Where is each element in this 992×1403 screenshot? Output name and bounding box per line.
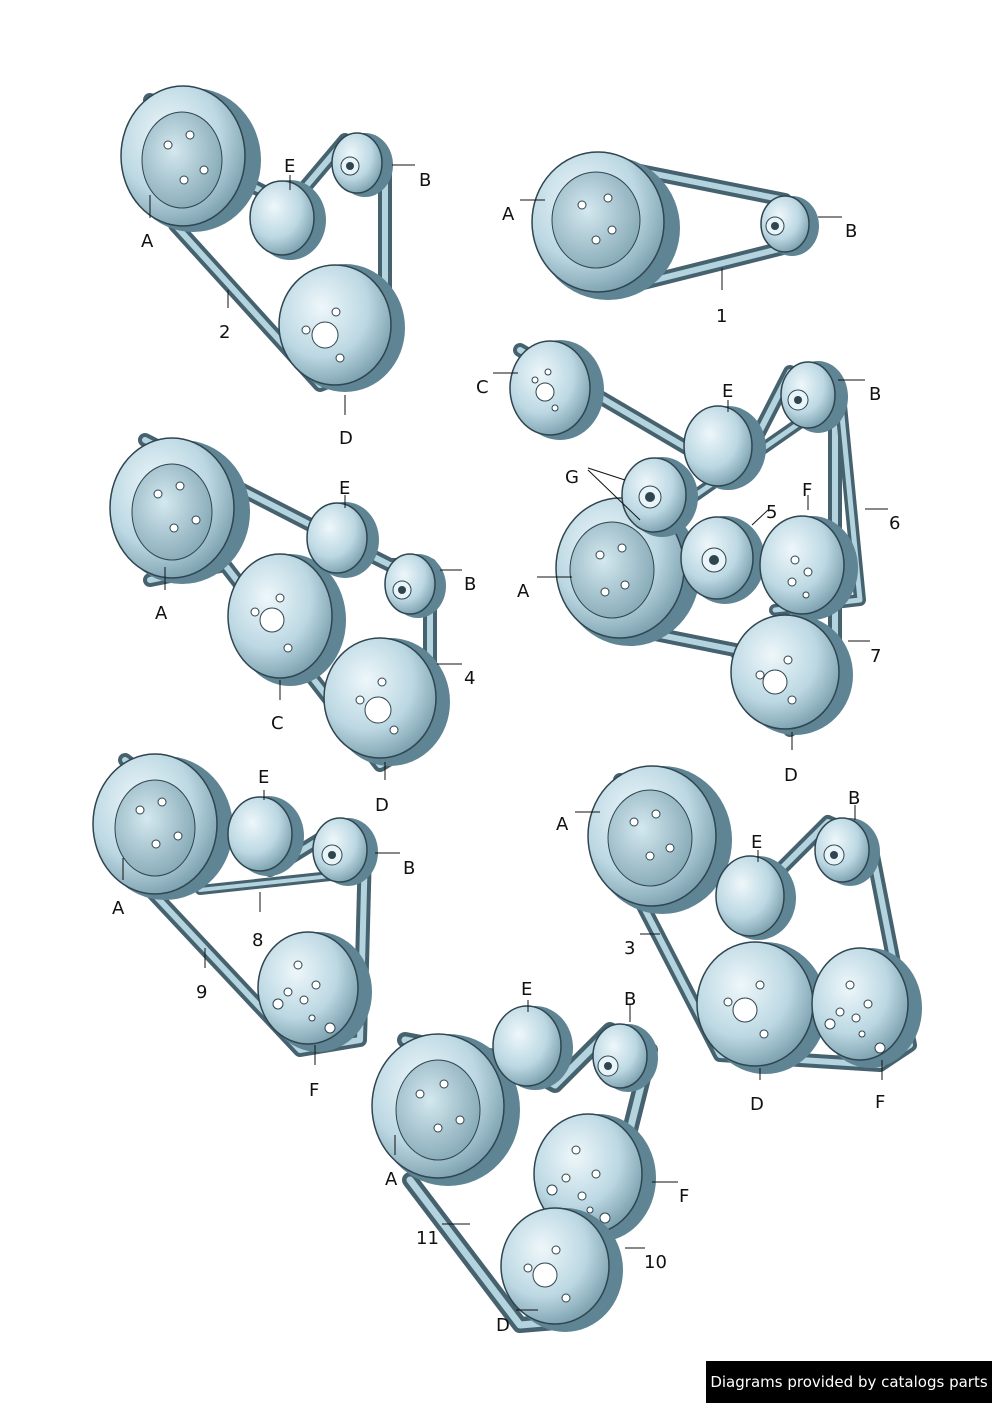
power-steering-pulley-d <box>696 941 827 1074</box>
label-f: F <box>802 480 812 501</box>
label-e: E <box>751 832 762 853</box>
generator-pulley-b <box>814 817 880 886</box>
label-a: A <box>155 603 168 624</box>
label-d: D <box>375 795 389 816</box>
belt-layout-2: A E B 2 D <box>120 85 431 449</box>
generator-pulley-b <box>312 817 378 886</box>
label-d: D <box>750 1094 764 1115</box>
air-conditioner-pulley-c <box>227 553 346 686</box>
tensioner-pulley-e <box>227 796 304 876</box>
label-a: A <box>502 204 515 225</box>
label-b: B <box>869 384 881 405</box>
crankshaft-pulley-a <box>531 151 680 300</box>
label-d: D <box>784 765 798 786</box>
tensioner-pulley-e <box>306 502 379 578</box>
tensioner-pulley-e <box>249 180 326 260</box>
label-belt-6: 6 <box>889 513 900 534</box>
belt-layout-6: A E B 3 D F <box>556 765 922 1115</box>
generator-pulley-b <box>384 553 446 618</box>
coolant-pump-pulley-f <box>257 931 372 1052</box>
belt-layout-7: A E B F 11 10 D <box>371 979 689 1336</box>
label-belt-2: 2 <box>219 322 230 343</box>
label-b: B <box>464 574 476 595</box>
power-steering-pulley-d <box>323 637 450 766</box>
label-b: B <box>848 788 860 809</box>
label-d: D <box>496 1315 510 1336</box>
generator-pulley-b <box>780 361 848 433</box>
label-belt-5: 5 <box>766 502 777 523</box>
label-belt-3: 3 <box>624 938 635 959</box>
coolant-pump-pulley-f <box>759 515 858 620</box>
generator-pulley-b <box>760 195 819 256</box>
tensioner-pulley-e <box>492 1005 573 1090</box>
label-belt-10: 10 <box>644 1252 667 1273</box>
label-c: C <box>476 377 489 398</box>
label-f: F <box>309 1080 319 1101</box>
label-a: A <box>141 231 154 252</box>
label-a: A <box>517 581 530 602</box>
label-belt-8: 8 <box>252 930 263 951</box>
label-belt-7: 7 <box>870 646 881 667</box>
label-e: E <box>722 381 733 402</box>
crankshaft-pulley-a <box>92 753 233 900</box>
label-a: A <box>556 814 569 835</box>
coolant-pump-pulley-f <box>811 947 922 1068</box>
label-belt-11: 11 <box>416 1228 439 1249</box>
label-e: E <box>258 767 269 788</box>
crankshaft-pulley-a <box>371 1033 520 1186</box>
power-steering-pulley-d <box>730 614 853 735</box>
label-g: G <box>565 467 579 488</box>
label-belt-9: 9 <box>196 982 207 1003</box>
label-e: E <box>339 478 350 499</box>
label-b: B <box>419 170 431 191</box>
label-a: A <box>385 1169 398 1190</box>
tensioner-pulley-e <box>683 405 766 490</box>
footer-credit: Diagrams provided by catalogs parts <box>706 1361 992 1403</box>
air-conditioner-pulley-c <box>509 340 604 440</box>
label-f: F <box>679 1186 689 1207</box>
label-b: B <box>403 858 415 879</box>
idler-pulley-g-2 <box>680 516 765 604</box>
label-belt-1: 1 <box>716 306 727 327</box>
label-b: B <box>845 221 857 242</box>
label-f: F <box>875 1092 885 1113</box>
crankshaft-pulley-a <box>109 437 250 584</box>
label-belt-4: 4 <box>464 668 475 689</box>
tensioner-pulley-e <box>715 855 796 940</box>
crankshaft-pulley-a <box>120 85 261 232</box>
coolant-pump-pulley-f <box>533 1113 656 1242</box>
belt-layout-3: C E B G 5 F 6 A 7 D <box>476 340 900 786</box>
generator-pulley-b <box>331 132 393 197</box>
belt-layout-4: A E B 4 C D <box>109 433 476 816</box>
label-b: B <box>624 989 636 1010</box>
generator-pulley-b <box>592 1023 658 1092</box>
crankshaft-pulley-a <box>587 765 732 914</box>
power-steering-pulley-d <box>500 1207 623 1332</box>
power-steering-pulley-d <box>278 264 405 392</box>
label-d: D <box>339 428 353 449</box>
label-e: E <box>284 156 295 177</box>
belt-layout-5: A E B 8 9 F <box>92 753 415 1101</box>
belt-layout-1: A B 1 <box>502 151 857 327</box>
label-c: C <box>271 713 284 734</box>
idler-pulley-g <box>621 457 698 537</box>
label-e: E <box>521 979 532 1000</box>
label-a: A <box>112 898 125 919</box>
